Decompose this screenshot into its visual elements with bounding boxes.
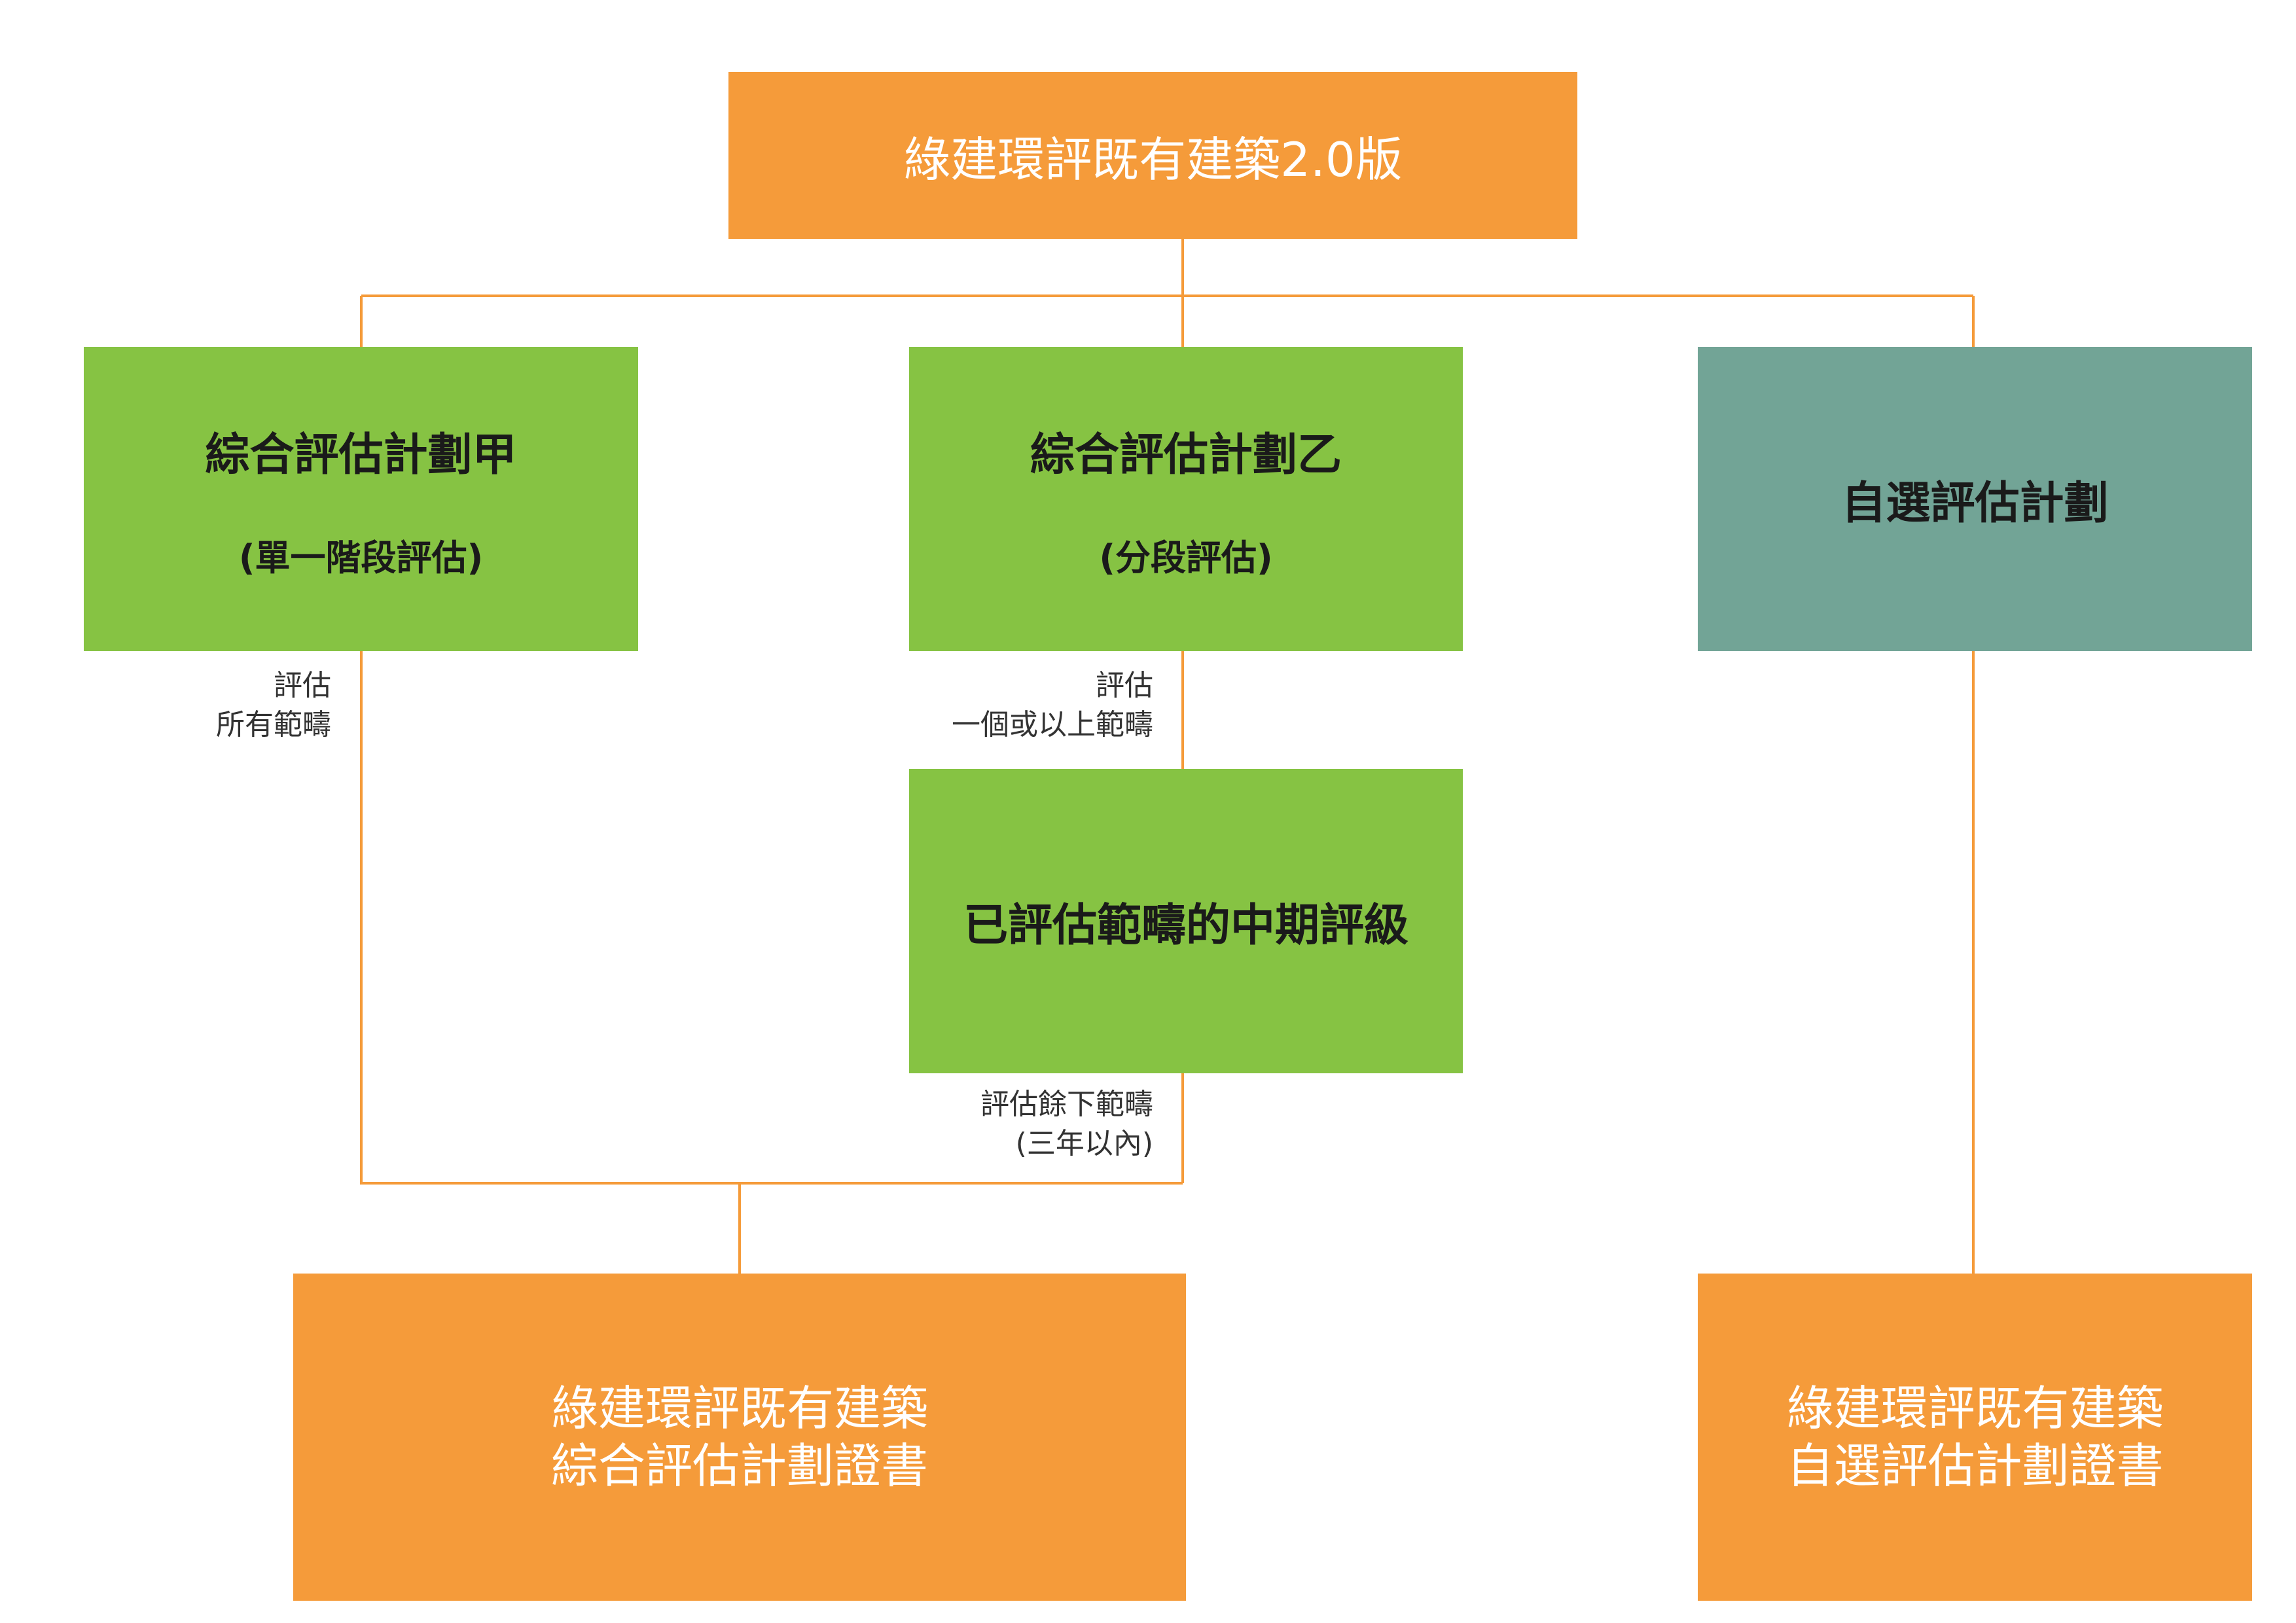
plan-a-title: 綜合評估計劃甲 <box>205 429 517 481</box>
plan-b-scope-line-2: 一個或以上範疇 <box>952 708 1153 741</box>
comprehensive-certificate-line-2: 綜合評估計劃證書 <box>550 1438 928 1493</box>
plan-b-node: 綜合評估計劃乙 (分段評估) <box>909 347 1463 651</box>
root-node: 綠建環評既有建築2.0版 <box>728 72 1577 239</box>
plan-c-title: 自選評估計劃 <box>1841 478 2109 529</box>
plan-b-scope-line-1: 評估 <box>1096 669 1153 702</box>
plan-b-title: 綜合評估計劃乙 <box>1030 429 1342 481</box>
comprehensive-certificate-node: 綠建環評既有建築 綜合評估計劃證書 <box>293 1274 1186 1601</box>
selective-certificate-line-1: 綠建環評既有建築 <box>1786 1381 2164 1436</box>
plan-a-scope-line-1: 評估 <box>274 669 331 702</box>
plan-a-subtitle: (單一階段評估) <box>238 537 484 579</box>
plan-b-scope-label: 評估 一個或以上範疇 <box>851 666 1153 745</box>
selective-certificate-node: 綠建環評既有建築 自選評估計劃證書 <box>1698 1274 2252 1601</box>
plan-c-node: 自選評估計劃 <box>1698 347 2252 651</box>
interim-rating-title: 已評估範疇的中期評級 <box>963 900 1408 952</box>
interim-remaining-label: 評估餘下範疇 (三年以內) <box>851 1085 1153 1164</box>
root-node-title: 綠建環評既有建築2.0版 <box>903 132 1403 187</box>
plan-a-to-cert-connector <box>360 651 1183 1185</box>
plan-b-subtitle: (分段評估) <box>1099 537 1273 579</box>
comprehensive-certificate-line-1: 綠建環評既有建築 <box>550 1381 928 1436</box>
plan-a-scope-label: 評估 所有範疇 <box>92 666 331 745</box>
plan-a-node: 綜合評估計劃甲 (單一階段評估) <box>84 347 638 651</box>
interim-rating-node: 已評估範疇的中期評級 <box>909 769 1463 1073</box>
selective-certificate-line-2: 自選評估計劃證書 <box>1786 1438 2164 1493</box>
plan-a-scope-line-2: 所有範疇 <box>216 708 331 741</box>
root-to-branches-connector <box>360 239 1975 347</box>
interim-remaining-line-2: (三年以內) <box>1015 1127 1153 1160</box>
interim-remaining-line-1: 評估餘下範疇 <box>980 1088 1153 1121</box>
